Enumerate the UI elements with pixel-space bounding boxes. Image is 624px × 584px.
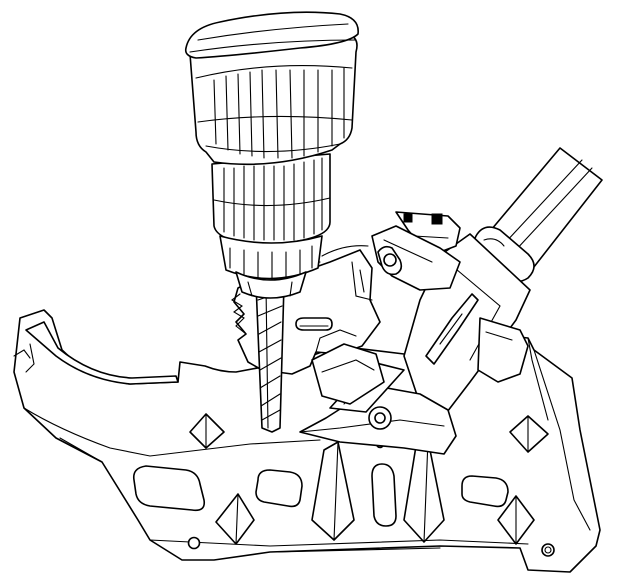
drill-bit — [255, 283, 285, 433]
power-drill — [184, 11, 359, 166]
drill-chuck — [211, 153, 331, 299]
lever-pivot-bracket — [299, 211, 529, 455]
outline-detail — [321, 245, 369, 257]
chuck-knurling — [223, 157, 323, 241]
